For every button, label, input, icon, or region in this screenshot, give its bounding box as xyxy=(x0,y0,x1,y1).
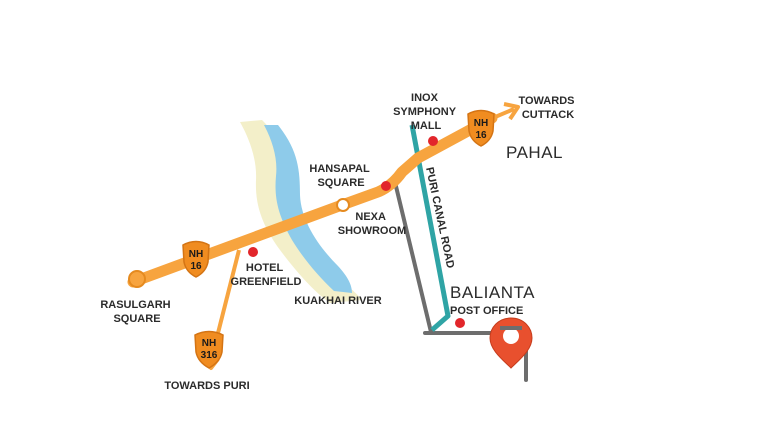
hansapal-square-node xyxy=(336,198,350,212)
post-office-label: POST OFFICE xyxy=(450,305,523,317)
nexa-showroom-label: NEXA SHOWROOM xyxy=(338,211,406,237)
pahal-label: PAHAL xyxy=(506,143,563,162)
puri-canal-road xyxy=(409,124,451,332)
river-bank xyxy=(240,120,362,303)
rasulgarh-label: RASULGARH SQUARE xyxy=(100,299,173,325)
nh316-shield: NH 316 xyxy=(194,330,224,369)
red-dot-icon xyxy=(428,136,438,146)
towards-cuttack-label: TOWARDS CUTTACK xyxy=(518,95,577,121)
rasulgarh-square-node xyxy=(128,270,146,288)
map-pin-icon xyxy=(489,317,533,369)
nh16-east-text-1: NH xyxy=(474,118,488,129)
balianta-label: BALIANTA xyxy=(450,283,535,302)
nh316-text-2: 316 xyxy=(201,350,218,361)
nh16-shield-east: NH 16 xyxy=(467,109,495,147)
nh316-highway xyxy=(215,249,241,338)
kuakhai-river xyxy=(240,120,362,303)
hansapal-square-label: HANSAPAL SQUARE xyxy=(309,163,372,189)
towards-puri-label: TOWARDS PURI xyxy=(164,380,249,392)
red-dot-icon xyxy=(381,181,391,191)
nh16-west-text-1: NH xyxy=(189,249,203,260)
hotel-greenfield-label: HOTEL GREENFIELD xyxy=(231,262,302,288)
nh16-highway xyxy=(127,112,498,288)
nh316-text-1: NH xyxy=(202,338,216,349)
local-road-vertical xyxy=(392,176,433,334)
red-dot-icon xyxy=(455,318,465,328)
red-dot-icon xyxy=(248,247,258,257)
nh16-east-text-2: 16 xyxy=(475,130,487,141)
nh16-shield-west: NH 16 xyxy=(182,240,210,278)
inox-symphony-mall-label: INOX SYMPHONY MALL xyxy=(393,92,459,132)
river-water xyxy=(264,125,352,293)
nh16-west-text-2: 16 xyxy=(190,261,202,272)
kuakhai-river-label: KUAKHAI RIVER xyxy=(294,295,381,307)
